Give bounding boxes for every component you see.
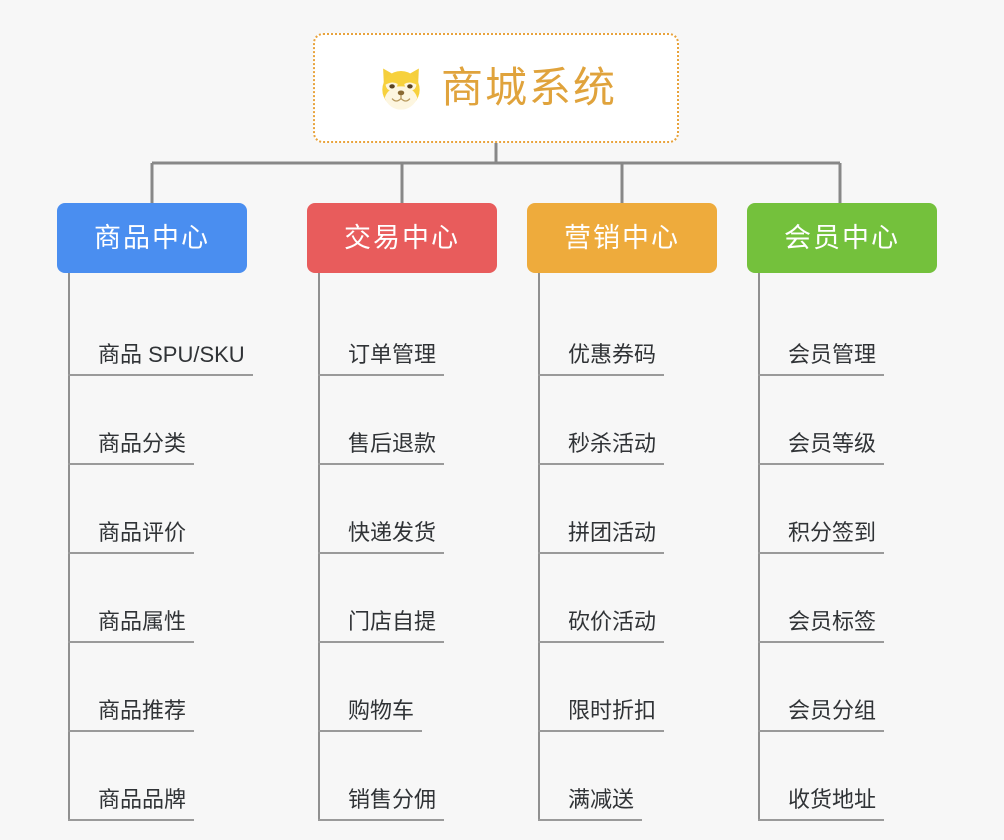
shiba-dog-icon xyxy=(382,68,420,110)
leaf-label: 商品分类 xyxy=(68,431,195,465)
leaf-item[interactable]: 售后退款 xyxy=(307,376,497,465)
branch-header-product-center[interactable]: 商品中心 xyxy=(57,203,247,273)
leaf-item[interactable]: 商品品牌 xyxy=(57,732,247,821)
leaf-label: 砍价活动 xyxy=(538,609,665,643)
leaf-list-trade-center: 订单管理 售后退款 快递发货 门店自提 购物车 销售分佣 xyxy=(307,273,497,821)
leaf-item[interactable]: 门店自提 xyxy=(307,554,497,643)
leaf-list-marketing-center: 优惠券码 秒杀活动 拼团活动 砍价活动 限时折扣 满减送 xyxy=(527,273,717,821)
leaf-item[interactable]: 会员标签 xyxy=(747,554,937,643)
leaf-list-member-center: 会员管理 会员等级 积分签到 会员标签 会员分组 收货地址 xyxy=(747,273,937,821)
leaf-label: 订单管理 xyxy=(318,342,445,376)
branch-header-member-center[interactable]: 会员中心 xyxy=(747,203,937,273)
root-node[interactable]: 商城系统 xyxy=(313,33,679,143)
leaf-item[interactable]: 购物车 xyxy=(307,643,497,732)
leaf-item[interactable]: 销售分佣 xyxy=(307,732,497,821)
branch-column-marketing-center: 营销中心 优惠券码 秒杀活动 拼团活动 砍价活动 限时折扣 满减送 xyxy=(527,203,717,821)
leaf-item[interactable]: 砍价活动 xyxy=(527,554,717,643)
leaf-item[interactable]: 订单管理 xyxy=(307,287,497,376)
leaf-item[interactable]: 商品评价 xyxy=(57,465,247,554)
leaf-label: 收货地址 xyxy=(758,787,885,821)
leaf-item[interactable]: 快递发货 xyxy=(307,465,497,554)
leaf-item[interactable]: 会员等级 xyxy=(747,376,937,465)
leaf-label: 门店自提 xyxy=(318,609,445,643)
leaf-label: 会员分组 xyxy=(758,698,885,732)
branch-column-trade-center: 交易中心 订单管理 售后退款 快递发货 门店自提 购物车 销售分佣 xyxy=(307,203,497,821)
leaf-label: 优惠券码 xyxy=(538,342,665,376)
leaf-label: 商品品牌 xyxy=(68,787,195,821)
leaf-label: 秒杀活动 xyxy=(538,431,665,465)
branch-header-trade-center[interactable]: 交易中心 xyxy=(307,203,497,273)
branch-column-product-center: 商品中心 商品 SPU/SKU 商品分类 商品评价 商品属性 商品推荐 商品品牌 xyxy=(57,203,253,821)
leaf-label: 快递发货 xyxy=(318,520,445,554)
leaf-label: 商品推荐 xyxy=(68,698,195,732)
leaf-item[interactable]: 商品 SPU/SKU xyxy=(57,287,253,376)
leaf-item[interactable]: 满减送 xyxy=(527,732,717,821)
leaf-item[interactable]: 商品分类 xyxy=(57,376,247,465)
leaf-label: 满减送 xyxy=(538,787,643,821)
leaf-item[interactable]: 积分签到 xyxy=(747,465,937,554)
leaf-item[interactable]: 商品推荐 xyxy=(57,643,247,732)
leaf-item[interactable]: 会员管理 xyxy=(747,287,937,376)
leaf-label: 会员等级 xyxy=(758,431,885,465)
root-title: 商城系统 xyxy=(440,64,617,111)
leaf-label: 购物车 xyxy=(318,698,423,732)
leaf-label: 会员标签 xyxy=(758,609,885,643)
leaf-item[interactable]: 收货地址 xyxy=(747,732,937,821)
branch-header-marketing-center[interactable]: 营销中心 xyxy=(527,203,717,273)
leaf-item[interactable]: 商品属性 xyxy=(57,554,247,643)
leaf-item[interactable]: 限时折扣 xyxy=(527,643,717,732)
leaf-label: 商品评价 xyxy=(68,520,195,554)
leaf-item[interactable]: 秒杀活动 xyxy=(527,376,717,465)
branch-column-member-center: 会员中心 会员管理 会员等级 积分签到 会员标签 会员分组 收货地址 xyxy=(747,203,937,821)
leaf-label: 限时折扣 xyxy=(538,698,665,732)
leaf-label: 销售分佣 xyxy=(318,787,445,821)
leaf-item[interactable]: 优惠券码 xyxy=(527,287,717,376)
leaf-label: 售后退款 xyxy=(318,431,445,465)
leaf-item[interactable]: 拼团活动 xyxy=(527,465,717,554)
leaf-list-product-center: 商品 SPU/SKU 商品分类 商品评价 商品属性 商品推荐 商品品牌 xyxy=(57,273,253,821)
leaf-label: 拼团活动 xyxy=(538,520,665,554)
leaf-label: 积分签到 xyxy=(758,520,885,554)
leaf-label: 会员管理 xyxy=(758,342,885,376)
leaf-label: 商品属性 xyxy=(68,609,195,643)
leaf-item[interactable]: 会员分组 xyxy=(747,643,937,732)
leaf-label: 商品 SPU/SKU xyxy=(68,342,253,376)
